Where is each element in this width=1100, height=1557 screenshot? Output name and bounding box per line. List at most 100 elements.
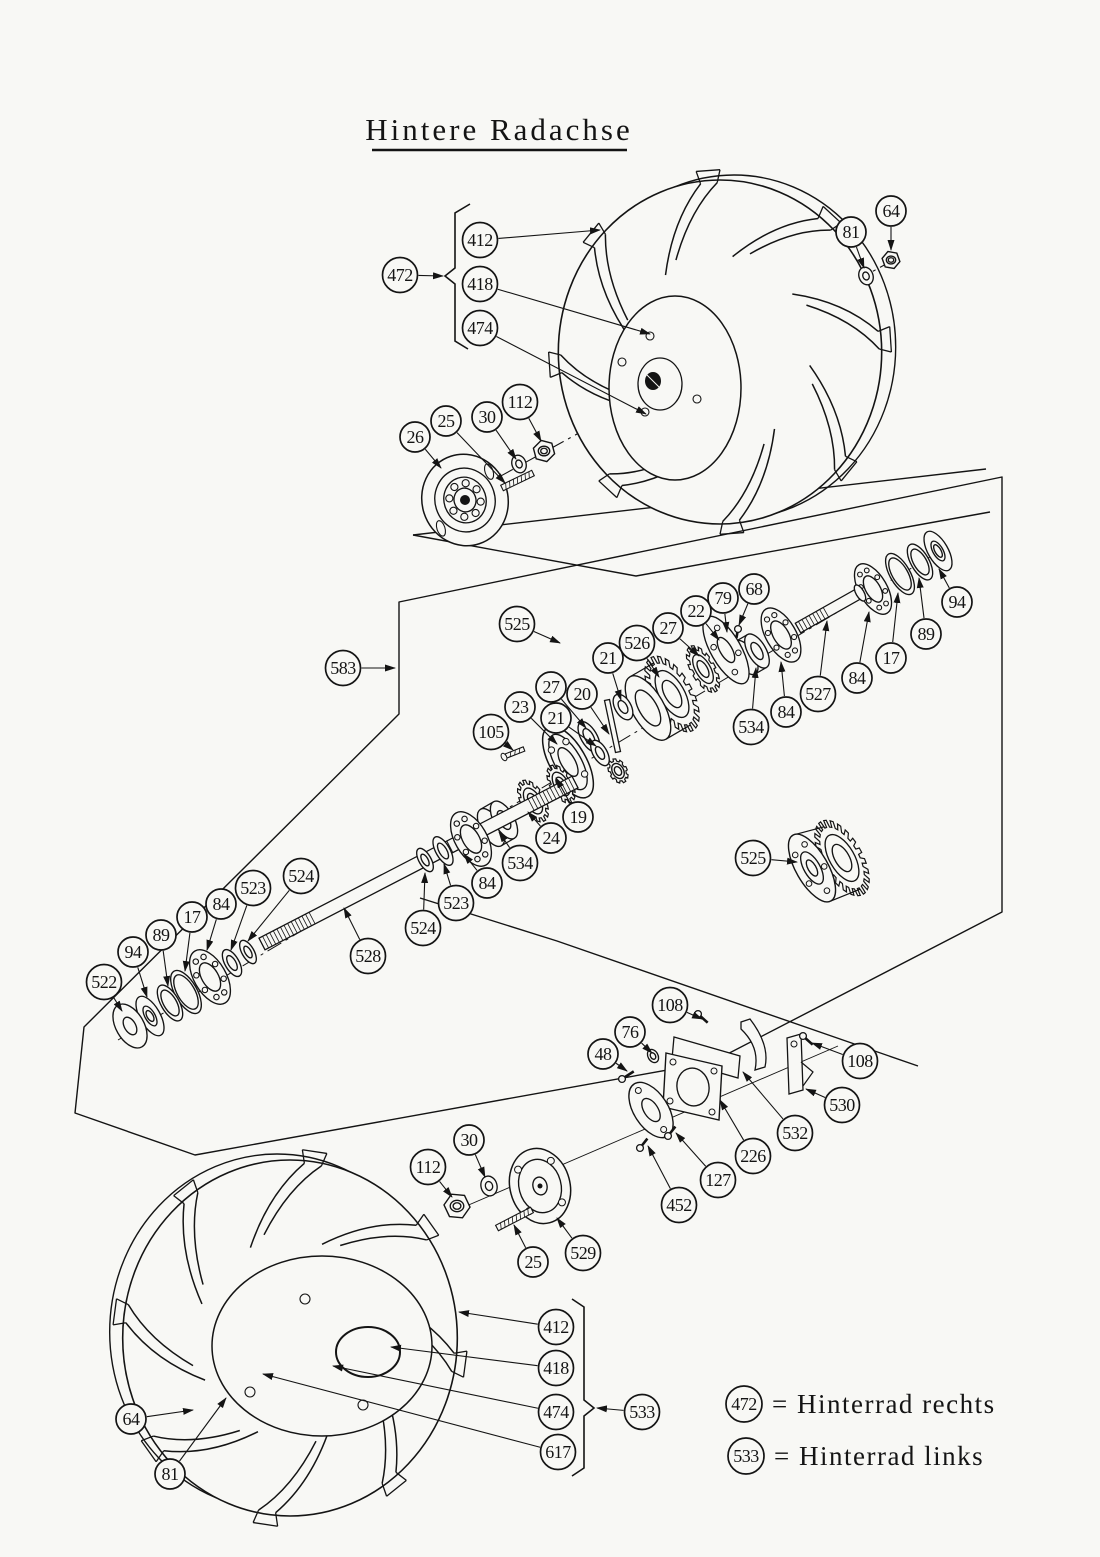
leader-line	[556, 1217, 573, 1239]
leader-line	[474, 1154, 486, 1178]
callout-84-38: 84	[770, 661, 802, 728]
balloon-number: 21	[548, 708, 565, 728]
callout-617-61: 617	[262, 1373, 577, 1471]
leader-line	[530, 717, 558, 745]
leader-line	[596, 1405, 624, 1413]
balloon-circle	[117, 936, 149, 968]
balloon-circle	[85, 963, 123, 1001]
page-title: Hintere Radachse	[365, 112, 632, 147]
balloon-circle	[651, 986, 689, 1024]
balloon-number: 84	[778, 702, 796, 722]
callout-522-29: 522	[85, 963, 123, 1012]
balloon-circle	[399, 421, 431, 453]
leader-line	[137, 967, 148, 998]
callout-533-62: 533	[596, 1393, 661, 1431]
leader-line	[805, 1088, 826, 1098]
leader-line	[421, 872, 429, 910]
balloon-number: 524	[410, 918, 436, 938]
legend-text-left: = Hinterrad links	[774, 1441, 984, 1471]
balloon-number: 25	[525, 1252, 543, 1272]
leader-line	[916, 577, 925, 619]
leader-line	[738, 603, 749, 626]
balloon-number: 452	[666, 1195, 692, 1215]
balloon-number: 530	[829, 1095, 855, 1115]
leader-line	[343, 907, 361, 940]
balloon-circle	[537, 1349, 575, 1387]
leader-line	[390, 1344, 538, 1367]
balloon-circle	[501, 844, 539, 882]
balloon-circle	[535, 822, 567, 854]
balloon-number: 108	[657, 995, 683, 1015]
balloon-number: 533	[629, 1402, 655, 1422]
balloon-circle	[537, 1393, 575, 1431]
callout-89-42: 89	[910, 577, 942, 650]
callout-472-0: 472	[381, 256, 444, 294]
leader-line	[179, 1397, 227, 1462]
balloon-circle	[437, 884, 475, 922]
middle-panel-outline	[74, 476, 1003, 1156]
balloon-circle	[404, 909, 442, 947]
balloon-number: 524	[288, 866, 314, 886]
balloon-number: 474	[467, 318, 493, 338]
balloon-number: 20	[574, 684, 592, 704]
callout-84-33: 84	[205, 888, 237, 951]
balloon-circle	[430, 405, 462, 437]
balloon-number: 94	[949, 592, 967, 612]
balloon-circle	[471, 401, 503, 433]
leader-line	[855, 246, 865, 269]
balloon-circle	[564, 1234, 602, 1272]
balloon-number: 84	[479, 873, 497, 893]
callout-81-4: 81	[835, 216, 867, 269]
balloon-number: 30	[461, 1130, 479, 1150]
leader-line	[162, 950, 171, 987]
balloon-number: 64	[123, 1409, 141, 1429]
callout-412-58: 412	[458, 1308, 575, 1346]
balloon-number: 583	[330, 658, 356, 678]
balloon-number: 472	[387, 265, 413, 285]
balloon-number: 527	[805, 684, 831, 704]
callout-105-22: 105	[472, 713, 514, 751]
callout-79-15: 79	[707, 582, 739, 633]
leader-line	[819, 620, 830, 676]
balloon-circle	[453, 1124, 485, 1156]
balloon-circle	[707, 582, 739, 614]
callout-17-41: 17	[875, 592, 907, 674]
leader-line	[641, 1042, 653, 1054]
balloon-circle	[770, 696, 802, 728]
leader-line	[443, 863, 452, 886]
balloon-number: 27	[660, 618, 678, 638]
balloon-number: 617	[545, 1442, 571, 1462]
callout-20-19: 20	[566, 678, 610, 735]
balloon-circle	[535, 671, 567, 703]
legend: 472 = Hinterrad rechts 533 = Hinterrad l…	[725, 1385, 994, 1475]
callout-474-60: 474	[332, 1364, 575, 1431]
balloon-number: 412	[467, 230, 493, 250]
rear-wheel-right	[547, 169, 897, 535]
leader-line	[647, 1145, 671, 1189]
balloon-circle	[652, 612, 684, 644]
leader-line	[463, 853, 478, 871]
leader-line	[262, 1373, 541, 1448]
balloon-number: 525	[504, 614, 530, 634]
top-panel-line-lower	[412, 511, 991, 577]
balloon-circle	[461, 221, 499, 259]
balloon-number: 84	[849, 668, 867, 688]
balloon-number: 17	[184, 907, 202, 927]
balloon-number: 21	[600, 648, 617, 668]
balloon-number: 48	[595, 1044, 613, 1064]
leader-line	[496, 336, 647, 415]
balloon-circle	[566, 678, 598, 710]
balloon-circle	[875, 642, 907, 674]
leader-line	[751, 667, 759, 709]
callout-112-54: 112	[409, 1148, 453, 1198]
callout-583-10: 583	[324, 649, 396, 687]
balloon-circle	[498, 605, 536, 643]
leader-line	[527, 811, 541, 827]
callout-525-44: 525	[734, 839, 798, 877]
leader-line	[722, 613, 730, 633]
callout-527-39: 527	[799, 620, 837, 713]
leader-line	[686, 1011, 703, 1020]
